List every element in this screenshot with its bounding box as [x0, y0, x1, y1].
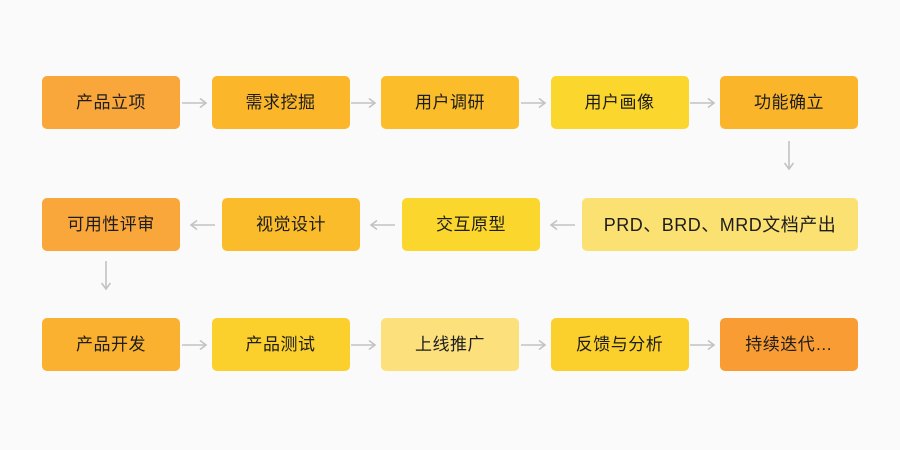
- arrow-right-icon: [180, 318, 212, 371]
- arrow-right-icon: [519, 76, 551, 129]
- flow-node-keyongxingpingshen[interactable]: 可用性评审: [42, 198, 180, 251]
- flow-node-label: PRD、BRD、MRD文档产出: [603, 214, 837, 235]
- flow-node-label: 用户画像: [584, 93, 655, 112]
- flow-node-label: 功能确立: [754, 93, 824, 112]
- flow-node-label: 可用性评审: [67, 215, 155, 234]
- flow-node-yonghudiaoyan[interactable]: 用户调研: [381, 76, 519, 129]
- flow-node-chanpinceshi[interactable]: 产品测试: [211, 318, 350, 371]
- flow-row-2: 可用性评审 视觉设计 交互原型 PRD、BRD、MR: [42, 198, 858, 251]
- arrow-down-icon: [778, 134, 800, 180]
- arrow-down-icon: [95, 254, 117, 300]
- arrow-right-icon: [180, 76, 212, 129]
- arrow-right-icon: [350, 318, 382, 371]
- arrow-right-icon: [689, 318, 721, 371]
- arrow-left-icon: [360, 198, 402, 251]
- flow-node-label: 产品立项: [76, 93, 146, 112]
- flow-node-gongnengqueli[interactable]: 功能确立: [720, 76, 858, 129]
- arrow-right-icon: [519, 318, 551, 371]
- flow-row-1: 产品立项 需求挖掘 用户调研 用户画像: [42, 76, 858, 129]
- flow-node-label: 视觉设计: [256, 215, 326, 234]
- flow-node-jiaohuyuanxing[interactable]: 交互原型: [402, 198, 540, 251]
- arrow-right-icon: [350, 76, 382, 129]
- flow-node-chixudiedai[interactable]: 持续迭代…: [720, 318, 858, 371]
- flow-node-label: 上线推广: [415, 335, 485, 354]
- arrow-left-icon: [540, 198, 582, 251]
- flow-node-label: 需求挖掘: [245, 93, 316, 112]
- flow-node-label: 反馈与分析: [575, 335, 664, 354]
- flow-node-xuqiuwajue[interactable]: 需求挖掘: [211, 76, 350, 129]
- flow-node-prd-brd-mrd-documents[interactable]: PRD、BRD、MRD文档产出: [582, 198, 858, 251]
- flow-node-chanpinkaifa[interactable]: 产品开发: [42, 318, 180, 371]
- arrow-left-icon: [180, 198, 222, 251]
- arrow-right-icon: [689, 76, 721, 129]
- flow-node-label: 交互原型: [436, 215, 506, 234]
- flow-node-shijuesheji[interactable]: 视觉设计: [222, 198, 360, 251]
- flow-node-label: 用户调研: [415, 93, 485, 112]
- flow-node-label: 持续迭代…: [745, 335, 833, 354]
- flow-node-fankuiyufenxi[interactable]: 反馈与分析: [550, 318, 689, 371]
- flow-node-shangxiantuiguang[interactable]: 上线推广: [381, 318, 519, 371]
- flow-node-yonghuhuaxiang[interactable]: 用户画像: [550, 76, 689, 129]
- flow-row-3: 产品开发 产品测试 上线推广 反馈与分析: [42, 318, 858, 371]
- flow-node-chanpinlixiang[interactable]: 产品立项: [42, 76, 180, 129]
- flow-node-label: 产品开发: [76, 335, 146, 354]
- flow-node-label: 产品测试: [245, 335, 316, 354]
